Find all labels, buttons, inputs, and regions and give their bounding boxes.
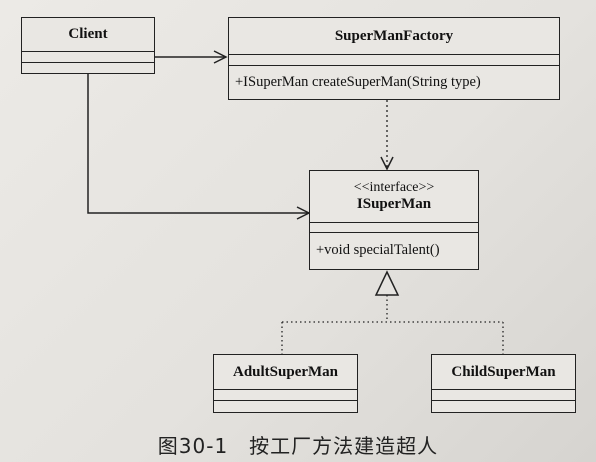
adultsuperman-class-name: AdultSuperMan: [214, 355, 357, 390]
isuperman-interface[interactable]: <<interface>> ISuperMan +void specialTal…: [309, 170, 479, 270]
client-methods-section: [22, 63, 154, 73]
client-class-name: Client: [22, 18, 154, 52]
childsuperman-class[interactable]: ChildSuperMan: [431, 354, 576, 413]
isuperman-stereotype: <<interface>>: [353, 180, 435, 195]
adultsuperman-methods-section: [214, 401, 357, 411]
isuperman-class-name: ISuperMan: [356, 196, 432, 212]
supermanfactory-method: +ISuperMan createSuperMan(String type): [235, 74, 481, 90]
figure-caption: 图30-1 按工厂方法建造超人: [157, 434, 439, 458]
childsuperman-attributes-section: [432, 390, 575, 401]
isuperman-method: +void specialTalent(): [316, 242, 440, 258]
client-attributes-section: [22, 52, 154, 63]
client-interface-association: [87, 74, 309, 214]
supermanfactory-attributes-section: [229, 55, 559, 66]
isuperman-header: <<interface>> ISuperMan: [310, 171, 478, 223]
childsuperman-class-name: ChildSuperMan: [432, 355, 575, 390]
adultsuperman-class[interactable]: AdultSuperMan: [213, 354, 358, 413]
adultsuperman-attributes-section: [214, 390, 357, 401]
childsuperman-methods-section: [432, 401, 575, 411]
supermanfactory-class[interactable]: SuperManFactory +ISuperMan createSuperMa…: [228, 17, 560, 100]
client-class[interactable]: Client: [21, 17, 155, 74]
isuperman-attributes-section: [310, 223, 478, 233]
factory-interface-dependency-arrowhead: [380, 156, 394, 171]
supermanfactory-class-name: SuperManFactory: [229, 18, 559, 55]
client-factory-arrowhead: [213, 50, 228, 64]
realization-triangle: [374, 270, 400, 296]
